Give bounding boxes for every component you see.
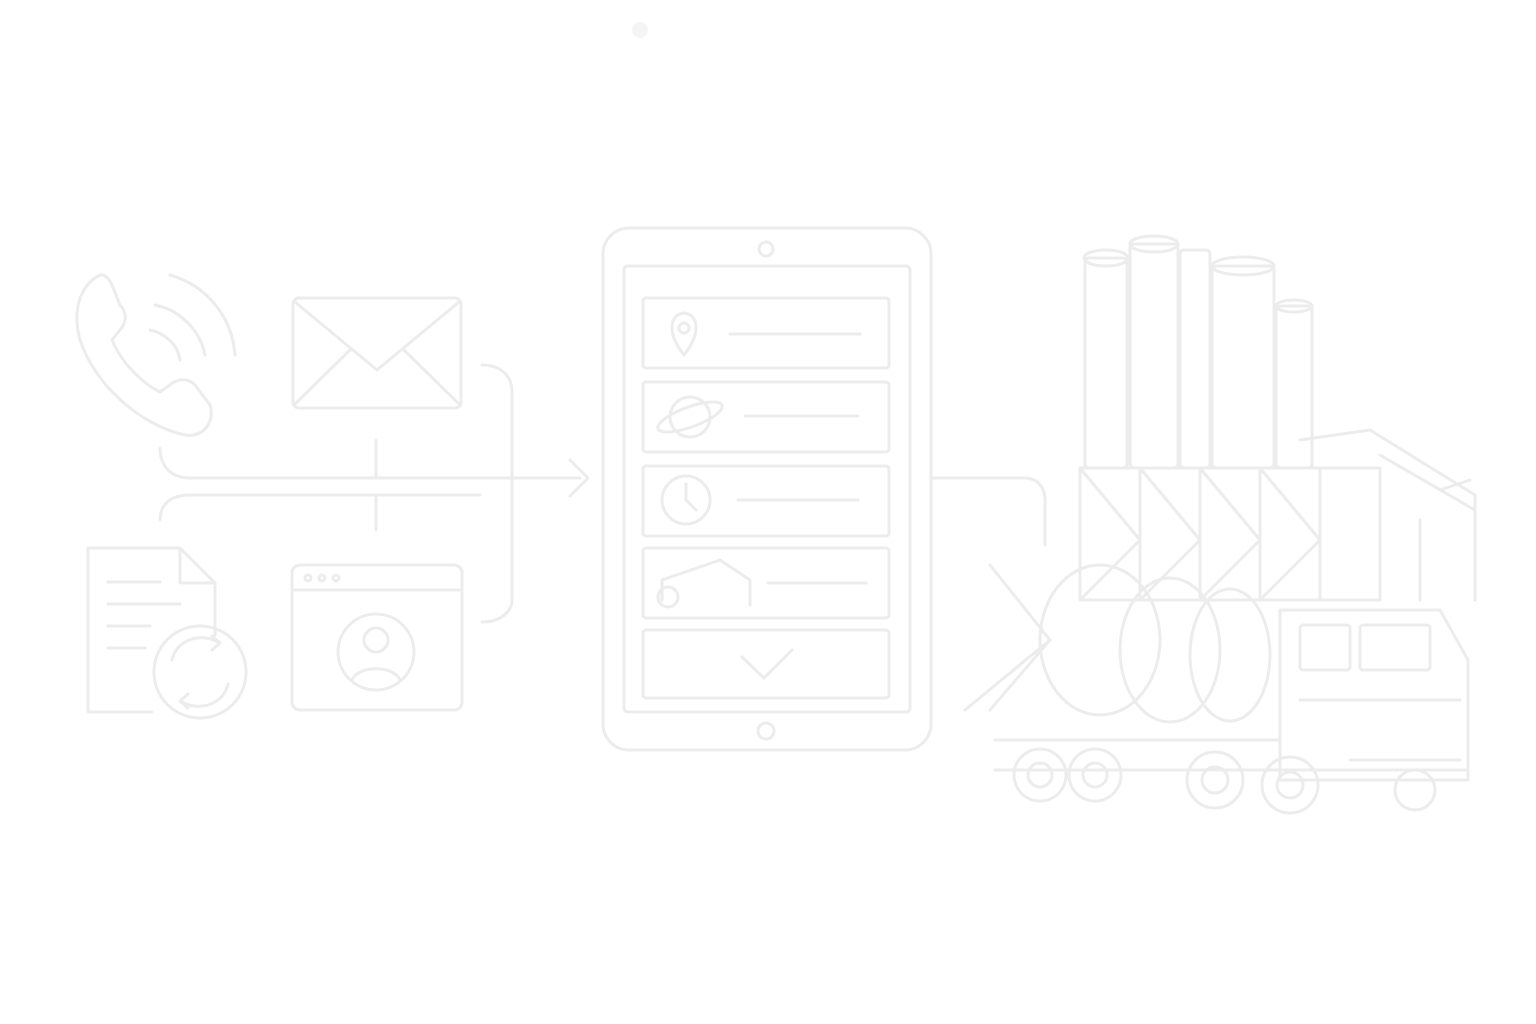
- location-pin-icon: [670, 311, 698, 357]
- email-icon: [291, 296, 463, 410]
- tablet-icon: [601, 226, 933, 752]
- document-refresh-icon: [86, 546, 248, 720]
- tablet-row-planet: [641, 380, 891, 454]
- tablet-row-location: [641, 296, 891, 370]
- silos: [1082, 234, 1314, 470]
- tablet-row-home: [641, 546, 891, 620]
- clock-icon: [660, 474, 712, 526]
- tablet-row-check: [641, 628, 891, 700]
- tablet-row-clock: [641, 464, 891, 538]
- conveyor: [1298, 428, 1477, 602]
- concrete-plant-icon: [963, 234, 1477, 815]
- source-connectors: [158, 363, 590, 624]
- tablet-to-plant-connector: [929, 476, 1047, 547]
- scaffold: [1078, 466, 1382, 602]
- checkmark-icon: [740, 648, 794, 680]
- home-icon: [660, 558, 752, 607]
- web-profile-icon: [290, 563, 464, 712]
- top-dot: [632, 22, 648, 38]
- mixer-truck: [963, 563, 1470, 815]
- phone-icon: [75, 273, 237, 437]
